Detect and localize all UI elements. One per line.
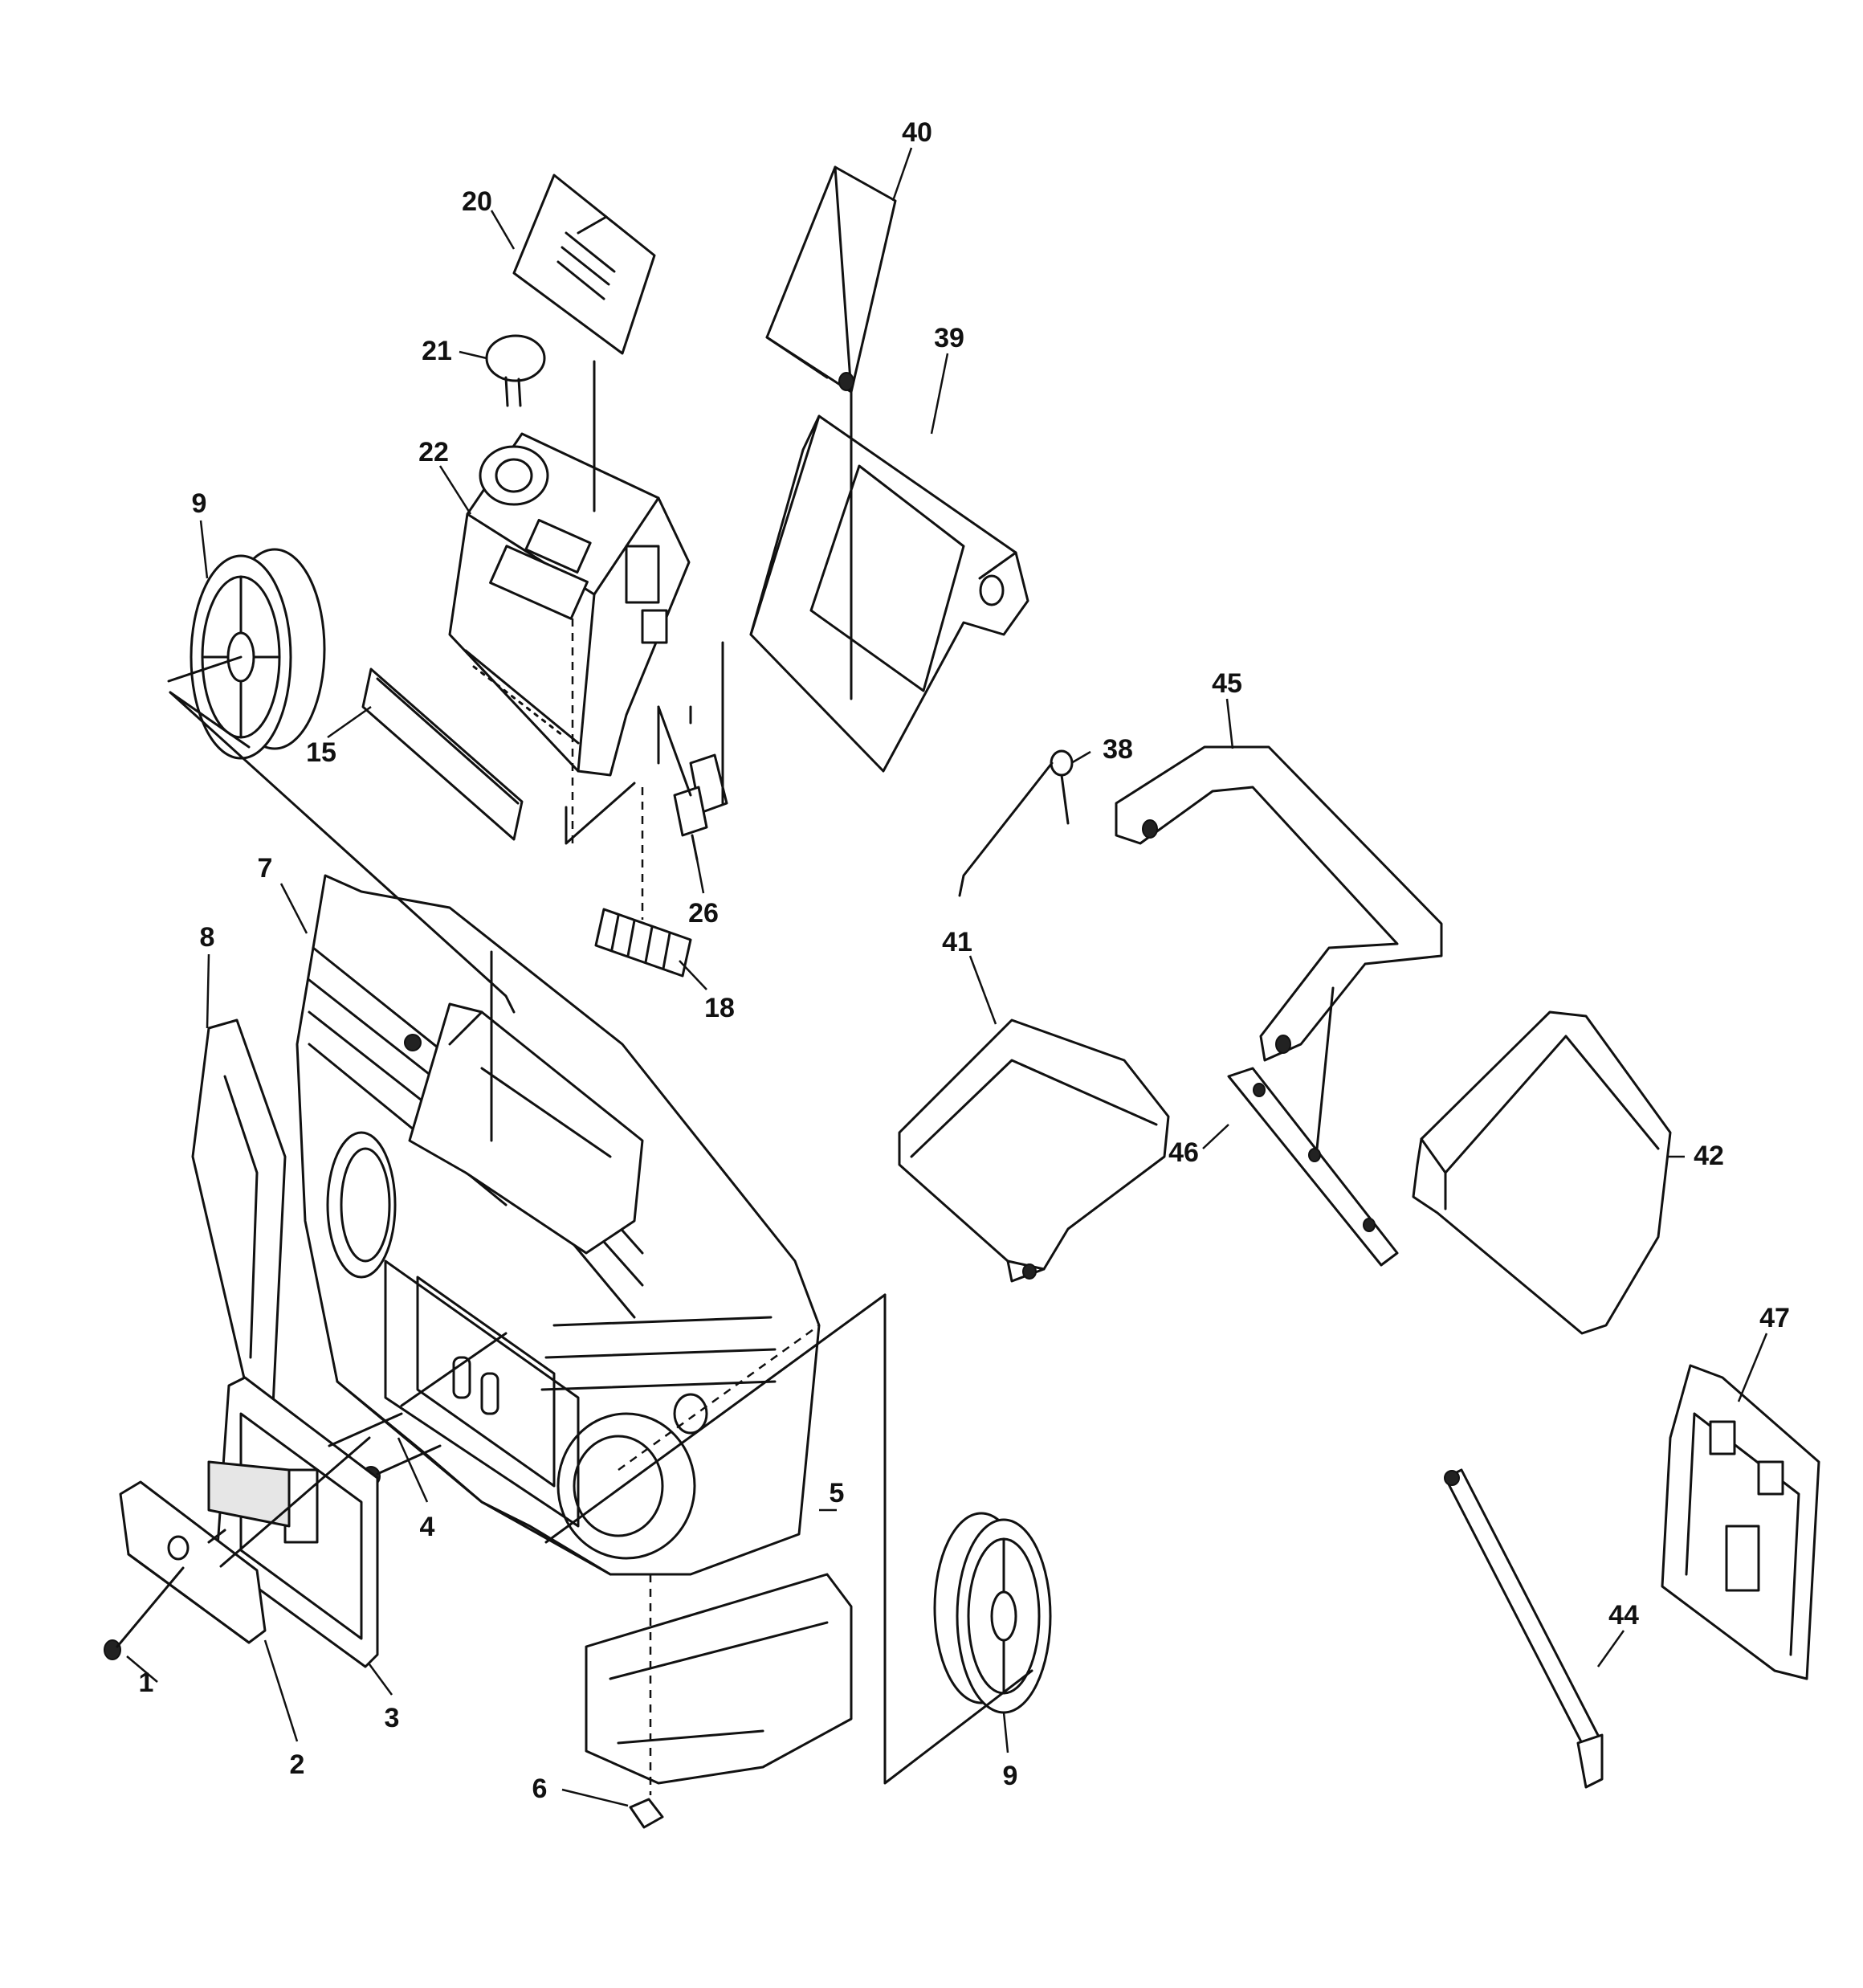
part-18-button-strip (596, 909, 691, 976)
callout-9-upper: 9 (192, 488, 207, 519)
callout-44: 44 (1608, 1600, 1639, 1631)
part-20-door-cover (514, 175, 654, 353)
callout-42: 42 (1694, 1141, 1724, 1171)
part-26-switch (675, 755, 727, 859)
callout-39: 39 (934, 323, 964, 353)
part-46-bracket (1229, 988, 1397, 1265)
callout-1: 1 (139, 1668, 154, 1698)
callout-5: 5 (830, 1478, 845, 1508)
part-2-front-door (120, 1482, 265, 1643)
callout-38: 38 (1103, 734, 1133, 765)
part-8-side-panel (193, 1020, 285, 1406)
part-45-handle (1116, 747, 1441, 1060)
callout-labels: 1 2 3 4 5 6 7 8 9 9 15 18 20 21 22 26 38… (139, 117, 1790, 1804)
part-47-battery-door (1662, 1365, 1819, 1679)
callout-20: 20 (462, 186, 492, 217)
callout-4: 4 (420, 1512, 435, 1542)
callout-8: 8 (200, 922, 215, 953)
part-1-knob (104, 1568, 183, 1659)
callout-45: 45 (1212, 668, 1242, 699)
part-15-window-strip (363, 669, 522, 839)
callout-15: 15 (306, 737, 336, 768)
callout-26: 26 (688, 898, 719, 929)
callout-41: 41 (942, 927, 972, 957)
part-40-lid (767, 167, 895, 392)
part-9-speaker-left (169, 549, 324, 758)
callout-3: 3 (385, 1703, 400, 1733)
part-39-top-housing (751, 416, 1028, 771)
part-44-rod (1445, 1470, 1602, 1787)
part-41-side-panel-left (899, 1020, 1168, 1281)
part-6-foot (630, 1799, 662, 1827)
part-9-speaker-right (935, 1513, 1050, 1712)
callout-22: 22 (418, 437, 449, 467)
callout-47: 47 (1759, 1303, 1790, 1333)
part-38-pin (960, 751, 1072, 896)
part-22-control-panel (450, 434, 689, 775)
callout-21: 21 (422, 336, 452, 366)
callout-18: 18 (704, 993, 735, 1023)
callout-9-lower: 9 (1003, 1761, 1018, 1791)
leader-lines (127, 148, 1767, 1806)
callout-46: 46 (1168, 1137, 1199, 1168)
callout-2: 2 (290, 1749, 305, 1780)
callout-7: 7 (258, 853, 273, 884)
assembly-lines (170, 361, 1032, 1795)
callout-6: 6 (532, 1774, 548, 1804)
part-42-side-panel-right (1413, 1012, 1670, 1333)
part-5-lower-trim (586, 1574, 851, 1783)
part-21-knob (487, 336, 544, 406)
callout-40: 40 (902, 117, 932, 148)
